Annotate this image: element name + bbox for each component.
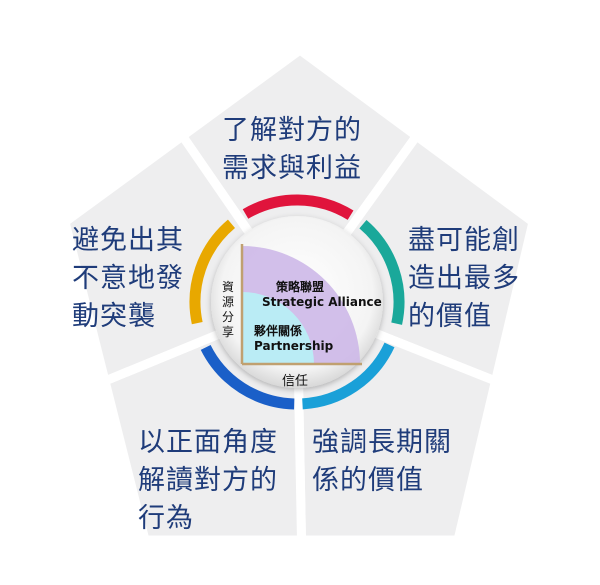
color-ring [189,194,405,410]
pentagon-segments [60,45,538,545]
arc-right [359,219,405,325]
trust-axis-label: 信任 [282,374,309,389]
strategic-alliance-label: 策略聯盟 Strategic Alliance [262,280,382,309]
resource-sharing-axis-label: 資 源 分 享 [221,280,234,339]
trust-resource-chart [240,244,362,366]
segment-text-top: 了解對方的 需求與利益 [222,115,362,184]
arc-top [242,194,354,220]
segment-text-bottom-right: 強調長期關 係的價值 [312,427,452,496]
partnership-label: 夥伴關係 Partnership [254,324,334,353]
segment-text-bottom-left: 以正面角度 解讀對方的 行為 [138,427,278,534]
arc-bottom-right [302,342,395,410]
arc-bottom-left [200,344,295,410]
segment-text-left: 避免出其 不意地發 動突襲 [72,225,184,332]
segment-text-right: 盡可能創 造出最多 的價值 [408,225,520,332]
arc-left [189,219,236,325]
partnership-area [242,292,314,364]
